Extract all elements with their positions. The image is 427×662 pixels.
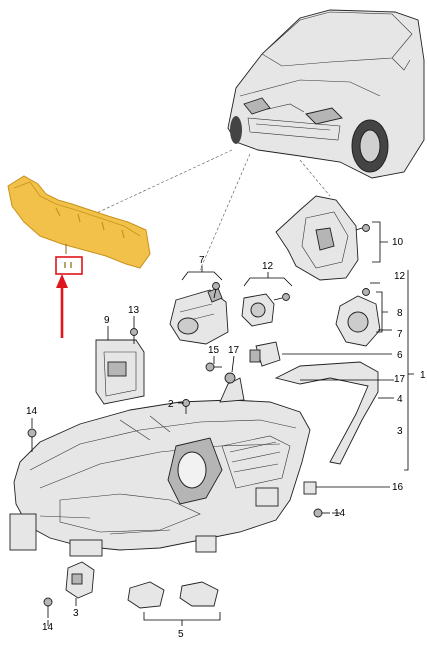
callout-10: 10 [392,237,404,248]
motor-icon [241,293,275,327]
callout-3-right: 3 [397,426,403,437]
callout-14-right: 14 [334,508,346,519]
leader-car-to-module [199,153,251,271]
callout-5: 5 [178,629,184,640]
callout-2: 2 [168,399,174,410]
callout-6: 6 [397,350,403,361]
actuator-icon [169,287,229,345]
clip-icon [127,581,219,609]
cover-plate-icon [275,195,359,281]
control-unit-icon [95,339,145,405]
bracket-icon [7,175,151,269]
callout-15: 15 [208,345,220,356]
leader-car-to-cover [299,159,331,197]
callout-12-right: 12 [394,271,406,282]
callout-4: 4 [397,394,403,405]
callout-labels: 1 2 3 3 4 5 6 7 7 8 9 10 12 12 13 14 14 … [26,237,426,640]
screw-icon [27,224,370,618]
bulb-icon [249,341,281,367]
headlight-icon [9,377,311,557]
car-icon [227,9,425,179]
callout-13: 13 [128,305,140,316]
small-bracket-icon [65,561,95,599]
leader-car-to-bracket [59,149,233,231]
callout-17-mid: 17 [228,345,240,356]
marker-box [55,256,83,275]
callout-14-left: 14 [26,406,38,417]
stepper-motor-icon [335,295,381,347]
callout-16: 16 [392,482,404,493]
gasket-icon [274,361,379,465]
arrow-up-icon [56,274,68,338]
callout-14-bottom: 14 [42,622,54,633]
callout-9: 9 [104,315,110,326]
leader-lines [31,221,414,626]
callout-7-left: 7 [199,255,205,266]
callout-8: 8 [397,308,403,319]
callout-1: 1 [420,370,426,381]
callout-3-bottom: 3 [73,608,79,619]
callout-7-right: 7 [397,329,403,340]
callout-12-mid: 12 [262,261,274,272]
callout-17-right: 17 [394,374,406,385]
